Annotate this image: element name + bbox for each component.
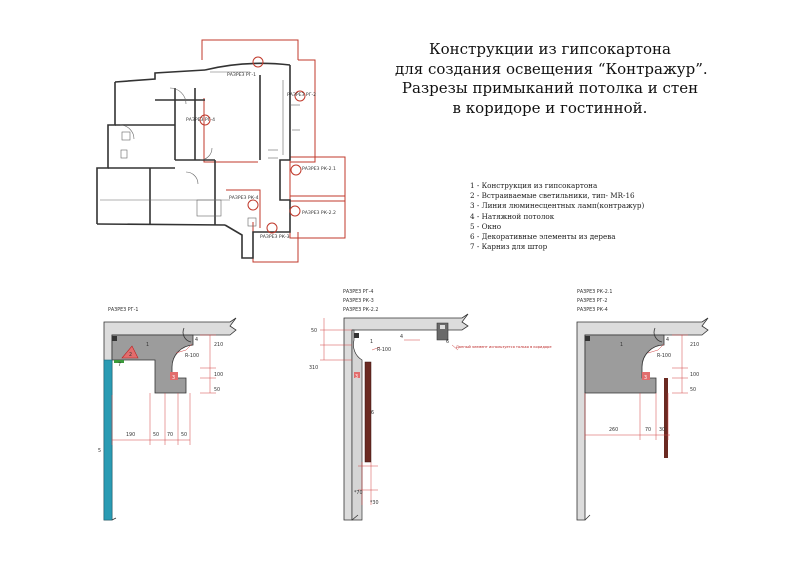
lamp-marker — [585, 336, 590, 341]
item-number: 6 — [446, 339, 449, 345]
drawing-title: Конструкции из гипсокартона для создания… — [395, 40, 708, 118]
item-number: 4 — [195, 337, 198, 343]
dimension-label: 50 — [214, 387, 220, 393]
plan-label: РАЗРЕЗ РГ-2 — [287, 92, 316, 98]
legend-item: 2 - Встраиваемые светильники, тип- MR-16 — [470, 191, 635, 201]
item-number: 7 — [118, 362, 121, 368]
dimension-label: 310 — [309, 365, 318, 371]
plan-label: РАЗРЕЗ РГ-4 — [186, 117, 215, 123]
plan-label: РАЗРЕЗ РГ-1 — [227, 72, 256, 78]
dimension-label: 260 — [609, 427, 618, 433]
gypsum-box — [584, 334, 665, 394]
plan-label: РАЗРЕЗ РК-4 — [229, 195, 259, 201]
dimension-label: 190 — [126, 432, 135, 438]
dimension-label: 50 — [690, 387, 696, 393]
lamp-marker — [112, 336, 117, 341]
break-mark — [584, 514, 591, 521]
dimension-label: 100 — [690, 372, 699, 378]
window — [103, 359, 113, 521]
legend-item: 4 - Натяжной потолок — [470, 211, 555, 221]
dimension-label: 210 — [690, 342, 699, 348]
dimension-label: 50 — [181, 432, 187, 438]
item-number: 6 — [371, 410, 374, 416]
ceiling-slab — [343, 313, 469, 521]
note-text: Данный элемент используется только в кор… — [456, 345, 552, 349]
item-number: 2 — [129, 352, 132, 358]
radius-label: R-100 — [377, 347, 391, 353]
dimension-lines — [320, 318, 459, 505]
lamp-marker — [440, 325, 445, 329]
plan-label: РАЗРЕЗ РК-2.2 — [302, 210, 336, 216]
dimension-label: 30 — [659, 427, 665, 433]
dimension-label: *70 — [354, 490, 363, 496]
section-rg1: РАЗРЕЗ РГ-1 1 — [98, 307, 237, 521]
break-mark — [351, 514, 359, 521]
item-marker — [642, 372, 650, 380]
dimension-lines — [111, 334, 216, 445]
section-label: РАЗРЕЗ РК-2.2 — [343, 307, 378, 313]
item-number: 3 — [355, 374, 358, 380]
section-label: РАЗРЕЗ РГ-1 — [108, 307, 138, 313]
dimension-label: 100 — [214, 372, 223, 378]
radius-label: R-100 — [185, 353, 199, 359]
dimension-label: *30 — [370, 500, 379, 506]
gypsum-box — [111, 334, 194, 394]
item-number: 3 — [172, 375, 175, 381]
legend: 1 - Конструкция из гипсокартона 2 - Встр… — [470, 181, 644, 252]
item-number: 1 — [146, 342, 149, 348]
section-label: РАЗРЕЗ РГ-4 — [343, 289, 373, 295]
curtain-rail — [436, 322, 449, 341]
radius-label: R-100 — [657, 353, 671, 359]
legend-item: 3 - Линия люминесцентных ламп(контражур) — [470, 201, 645, 211]
plan-label: РАЗРЕЗ РК-3 — [260, 234, 290, 240]
floor-plan: РАЗРЕЗ РГ-1 РАЗРЕЗ РГ-2 РАЗРЕЗ РГ-4 РАЗР… — [96, 39, 346, 263]
item-number: 4 — [666, 337, 669, 343]
section-rg4: РАЗРЕЗ РГ-4 РАЗРЕЗ РК-3 РАЗРЕЗ РК-2.2 1 — [309, 289, 552, 521]
decorative-wood — [364, 361, 372, 463]
section-rk21: РАЗРЕЗ РК-2.1 РАЗРЕЗ РГ-2 РАЗРЕЗ РК-4 1 — [576, 289, 709, 521]
curtain-rail — [114, 360, 124, 363]
item-marker — [170, 372, 178, 380]
dimension-label: 50 — [311, 328, 317, 334]
item-number: 4 — [400, 334, 403, 340]
section-label: РАЗРЕЗ РК-2.1 — [577, 289, 612, 295]
ceiling-slab — [576, 317, 709, 521]
plan-thin-details — [100, 71, 300, 227]
legend-item: 5 - Окно — [470, 221, 502, 231]
item-marker — [354, 372, 360, 378]
title-line-2: для создания освещения “Контражур”. — [395, 59, 708, 78]
dimension-label: 50 — [153, 432, 159, 438]
light-niche — [653, 327, 663, 343]
item-number: 3 — [644, 375, 647, 381]
dimension-label: 70 — [645, 427, 651, 433]
plan-section-markers — [199, 56, 306, 234]
plan-red-outlines — [201, 39, 346, 263]
title-line-4: в коридоре и гостинной. — [452, 98, 648, 117]
title-line-1: Конструкции из гипсокартона — [429, 40, 671, 58]
section-label: РАЗРЕЗ РК-4 — [577, 307, 608, 313]
dimension-label: 210 — [214, 342, 223, 348]
dimension-label: 70 — [167, 432, 173, 438]
plan-label: РАЗРЕЗ РК-2.1 — [302, 166, 336, 172]
legend-item: 1 - Конструкция из гипсокартона — [470, 181, 598, 190]
plan-walls — [96, 62, 291, 259]
fixture-triangle-icon — [121, 345, 139, 359]
section-label: РАЗРЕЗ РК-3 — [343, 298, 374, 304]
lamp-marker — [354, 333, 359, 338]
legend-item: 7 - Карниз для штор — [470, 242, 548, 252]
light-niche — [182, 327, 192, 343]
title-line-3: Разрезы примыканий потолка и стен — [401, 79, 699, 97]
dimension-lines — [584, 334, 688, 440]
item-number: 5 — [98, 448, 101, 454]
legend-item: 6 - Декоративные элементы из дерева — [470, 232, 616, 242]
item-number: 1 — [370, 339, 373, 345]
decorative-wood — [664, 378, 668, 458]
section-label: РАЗРЕЗ РГ-2 — [577, 298, 607, 304]
item-number: 1 — [620, 342, 623, 348]
break-mark — [111, 517, 117, 521]
